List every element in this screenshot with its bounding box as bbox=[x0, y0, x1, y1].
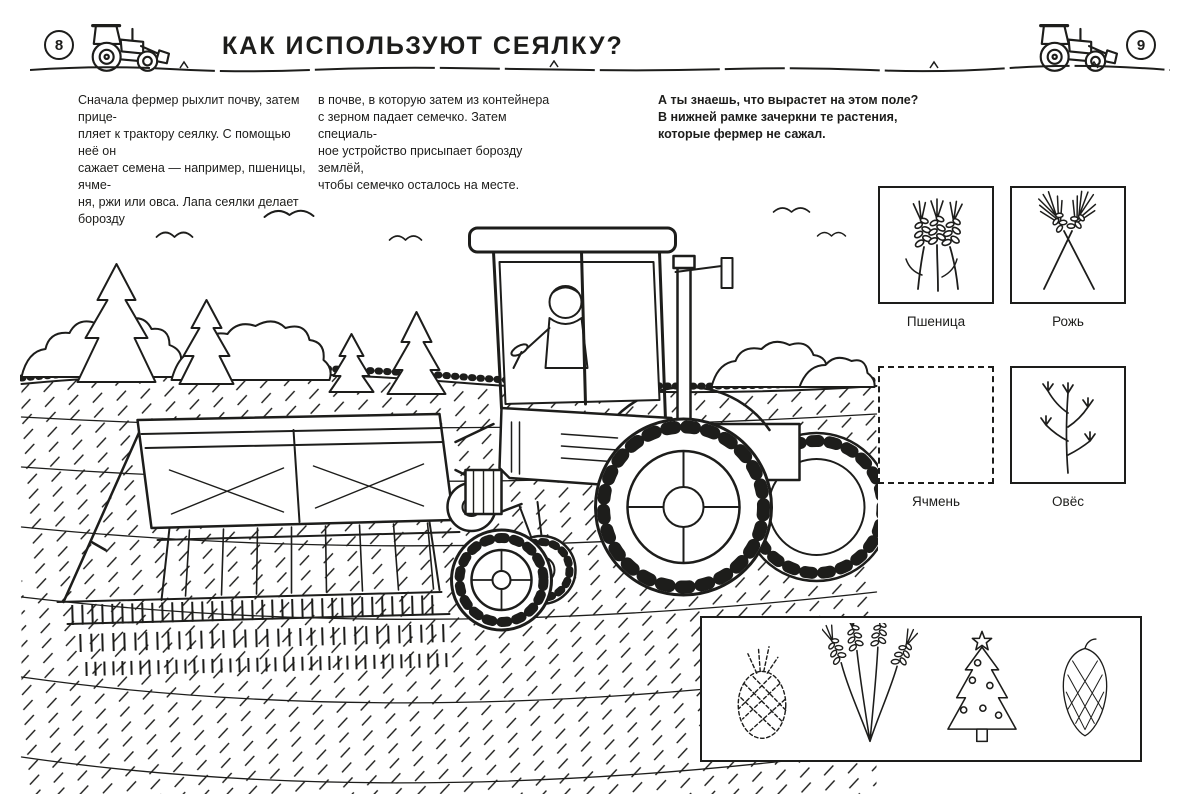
ground-line-divider bbox=[30, 60, 1170, 73]
wheat-bunch-icon bbox=[822, 623, 918, 743]
plant-box-barley: Ячмень bbox=[878, 366, 994, 509]
pineapple-icon bbox=[737, 646, 787, 739]
plant-box-rye: Рожь bbox=[1010, 186, 1126, 329]
rye-icon bbox=[1033, 189, 1102, 290]
oats-icon bbox=[1040, 381, 1096, 474]
intro-paragraph-column-2: в почве, в которую затем из контейнера с… bbox=[318, 93, 550, 192]
tractor-icon bbox=[91, 24, 171, 72]
plant-label: Пшеница bbox=[906, 314, 966, 329]
wheat-icon bbox=[905, 198, 967, 292]
plant-label: Рожь bbox=[1052, 314, 1084, 329]
pine-cone-icon bbox=[1062, 638, 1108, 737]
tractor-seeder-scene-illustration bbox=[20, 207, 878, 794]
plant-frame bbox=[1010, 186, 1126, 304]
plant-frame-dashed bbox=[878, 366, 994, 484]
plant-frame bbox=[878, 186, 994, 304]
task-instruction-text: А ты знаешь, что вырастет на этом поле? … bbox=[658, 93, 919, 141]
plant-box-oats: Овёс bbox=[1010, 366, 1126, 509]
tractor-icon bbox=[1039, 24, 1119, 72]
page-title: Как используют сеялку? bbox=[222, 32, 624, 60]
plant-frame bbox=[1010, 366, 1126, 484]
fir-tree-icon bbox=[947, 630, 1017, 743]
page-corner-right: 9 bbox=[1028, 16, 1156, 74]
page-corner-left: 8 bbox=[44, 16, 172, 74]
page-number-ball: 9 bbox=[1126, 30, 1156, 60]
plant-box-wheat: Пшеница bbox=[878, 186, 994, 329]
cross-out-task-frame bbox=[700, 616, 1142, 762]
plant-label: Ячмень bbox=[911, 494, 961, 509]
plant-label: Овёс bbox=[1052, 494, 1084, 509]
page-number-ball: 8 bbox=[44, 30, 74, 60]
intro-paragraph-column-1: Сначала фермер рыхлит почву, затем прице… bbox=[78, 93, 306, 226]
